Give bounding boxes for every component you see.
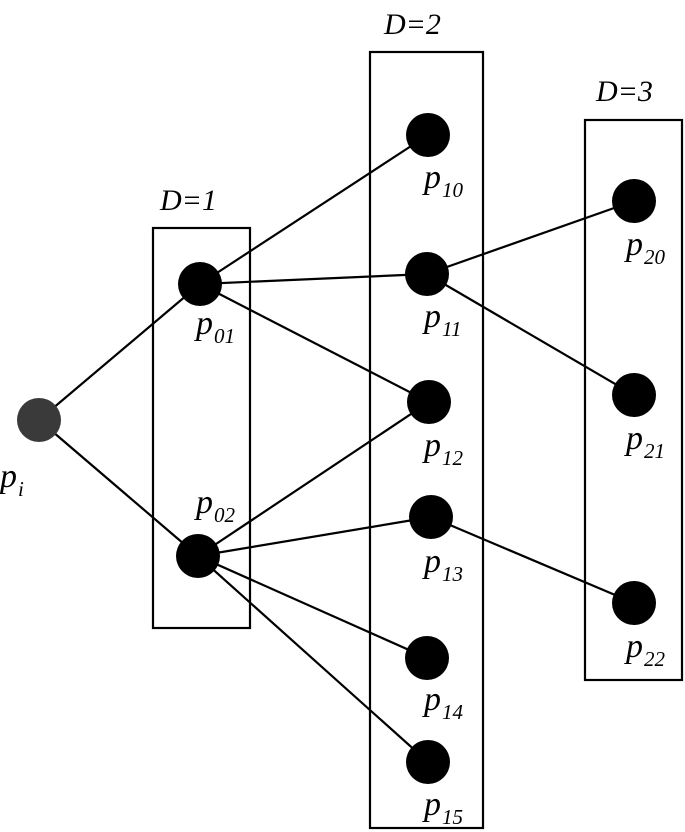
node-p12 bbox=[407, 380, 451, 424]
edge-p02-p13 bbox=[197, 515, 432, 558]
node-p01 bbox=[178, 262, 222, 306]
node-label-p11: p11 bbox=[422, 298, 461, 341]
node-p20 bbox=[612, 179, 656, 223]
node-label-pi: pi bbox=[0, 458, 24, 501]
nodes bbox=[17, 113, 656, 784]
group-box-d1 bbox=[151, 226, 252, 630]
node-p14 bbox=[405, 636, 449, 680]
group-title-d1: D=1 bbox=[159, 184, 217, 217]
node-label-p21: p21 bbox=[624, 420, 665, 463]
node-pi bbox=[17, 398, 61, 442]
edge-p11-p20 bbox=[426, 199, 635, 276]
node-p22 bbox=[612, 581, 656, 625]
edge-p11-p21 bbox=[426, 273, 635, 396]
node-label-p14: p14 bbox=[422, 681, 464, 724]
group-box-d2 bbox=[368, 50, 485, 830]
node-label-p10: p10 bbox=[422, 159, 464, 202]
edge-p13-p22 bbox=[430, 515, 635, 605]
edge-p02-p14 bbox=[197, 554, 428, 660]
node-p02 bbox=[176, 534, 220, 578]
edge-p01-p11 bbox=[199, 272, 428, 286]
group-boxes: D=1 D=2 D=3 bbox=[151, 8, 684, 830]
node-p10 bbox=[406, 113, 450, 157]
node-label-p01: p01 bbox=[194, 305, 235, 348]
node-p21 bbox=[612, 373, 656, 417]
edge-p01-p10 bbox=[199, 134, 429, 285]
group-box-d3 bbox=[583, 118, 684, 682]
node-label-p20: p20 bbox=[624, 226, 666, 269]
node-label-p12: p12 bbox=[422, 427, 464, 470]
node-p11 bbox=[405, 252, 449, 296]
edge-p01-p12 bbox=[199, 283, 430, 403]
node-label-p13: p13 bbox=[422, 543, 463, 586]
node-label-p02: p02 bbox=[194, 484, 236, 527]
node-label-p22: p22 bbox=[624, 628, 666, 671]
group-title-d2: D=2 bbox=[383, 8, 441, 41]
edge-p02-p12 bbox=[197, 401, 430, 557]
edge-p02-p15 bbox=[197, 555, 429, 763]
node-label-p15: p15 bbox=[422, 786, 463, 829]
node-p15 bbox=[406, 740, 450, 784]
edge-pi-p02 bbox=[38, 419, 199, 557]
edge-pi-p01 bbox=[38, 283, 201, 421]
node-p13 bbox=[409, 495, 453, 539]
edges bbox=[38, 134, 635, 763]
group-title-d3: D=3 bbox=[595, 75, 653, 108]
node-labels: pi p01 p02 p10 p11 p12 p13 p14 p15 p20 p21 p22 bbox=[0, 159, 666, 829]
